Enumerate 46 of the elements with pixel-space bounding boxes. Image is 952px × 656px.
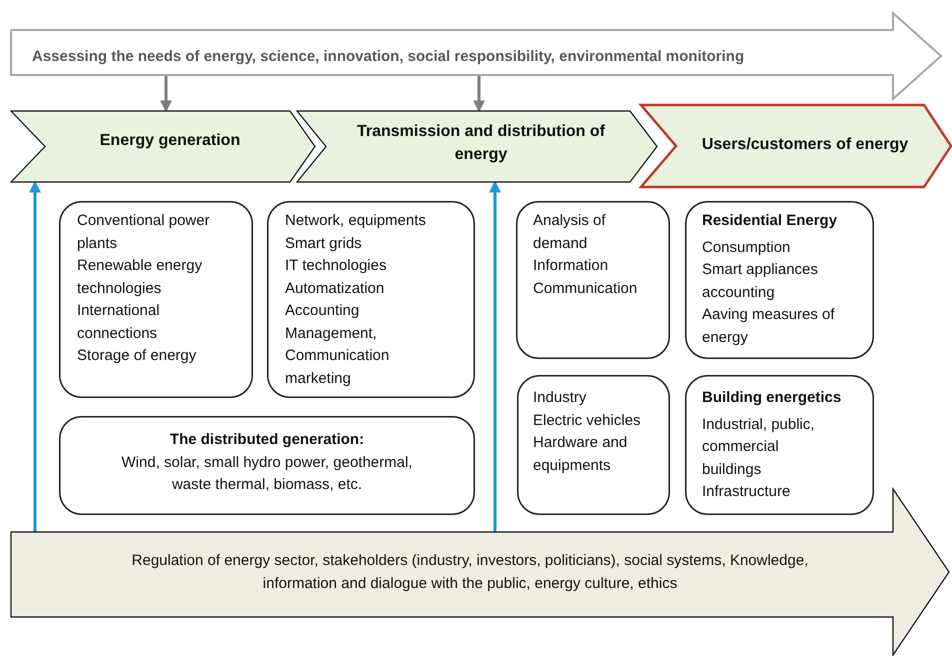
list-item: Renewable energy technologies: [77, 256, 204, 298]
node-label: Regulation of energy sector, stakeholders (industry, investors, politicians), social systems, Knowledge, information and dialogue with the public, energy culture, ethics: [130, 551, 810, 594]
rounded-box: [685, 375, 874, 515]
node-label: Energy generation: [98, 131, 242, 151]
list-item: Automatization: [285, 278, 386, 298]
node-label: Transmission and distribution of energy: [356, 122, 606, 164]
process-step: [296, 110, 658, 183]
arrow: [489, 180, 501, 532]
rounded-box: [685, 201, 874, 359]
rounded-box: [267, 201, 475, 398]
rounded-box: [517, 375, 670, 515]
list-item: Industry: [533, 388, 588, 408]
list-item: Management,: [285, 324, 378, 344]
list-item: Communication marketing: [285, 346, 390, 388]
list-item: IT technologies: [285, 256, 388, 276]
list-item: Infrastructure: [702, 482, 792, 502]
list-item: Information: [533, 256, 610, 276]
list-item: Network, equipments: [285, 211, 427, 231]
list-item: Hardware and equipments: [533, 433, 628, 476]
box-heading: Residential Energy: [702, 211, 838, 231]
list-item: Industrial, public, commercial buildings: [702, 414, 816, 480]
node-label: Assessing the needs of energy, science, innovation, social responsibility, environmental monitoring: [32, 47, 746, 67]
rounded-box: [59, 201, 253, 398]
list-item: Accounting: [285, 301, 360, 321]
box-heading: Building energetics: [702, 388, 842, 408]
arrow: [160, 75, 172, 112]
arrow: [473, 75, 485, 112]
list-item: Analysis of demand: [533, 211, 607, 254]
list-item: Smart grids: [285, 234, 363, 254]
rounded-box: [59, 416, 475, 515]
banner-arrow: [10, 12, 942, 100]
list-item: Storage of energy: [77, 346, 198, 366]
list-item: International connections: [77, 301, 161, 344]
list-item: Aaving measures of energy: [702, 305, 836, 348]
list-item: Electric vehicles: [533, 410, 642, 430]
process-step: [10, 110, 316, 183]
node-label: Users/customers of energy: [700, 135, 910, 155]
list-item: Wind, solar, small hydro power, geothermal, waste thermal, biomass, etc.: [120, 452, 414, 495]
list-item: Consumption: [702, 238, 792, 258]
list-item: Communication: [533, 278, 638, 298]
rounded-box: [516, 201, 670, 359]
list-item: Conventional power plants: [77, 211, 211, 254]
arrow: [29, 180, 41, 532]
list-item: Smart appliances accounting: [702, 260, 819, 302]
process-step: [640, 104, 952, 188]
box-heading: The distributed generation:: [168, 430, 366, 450]
